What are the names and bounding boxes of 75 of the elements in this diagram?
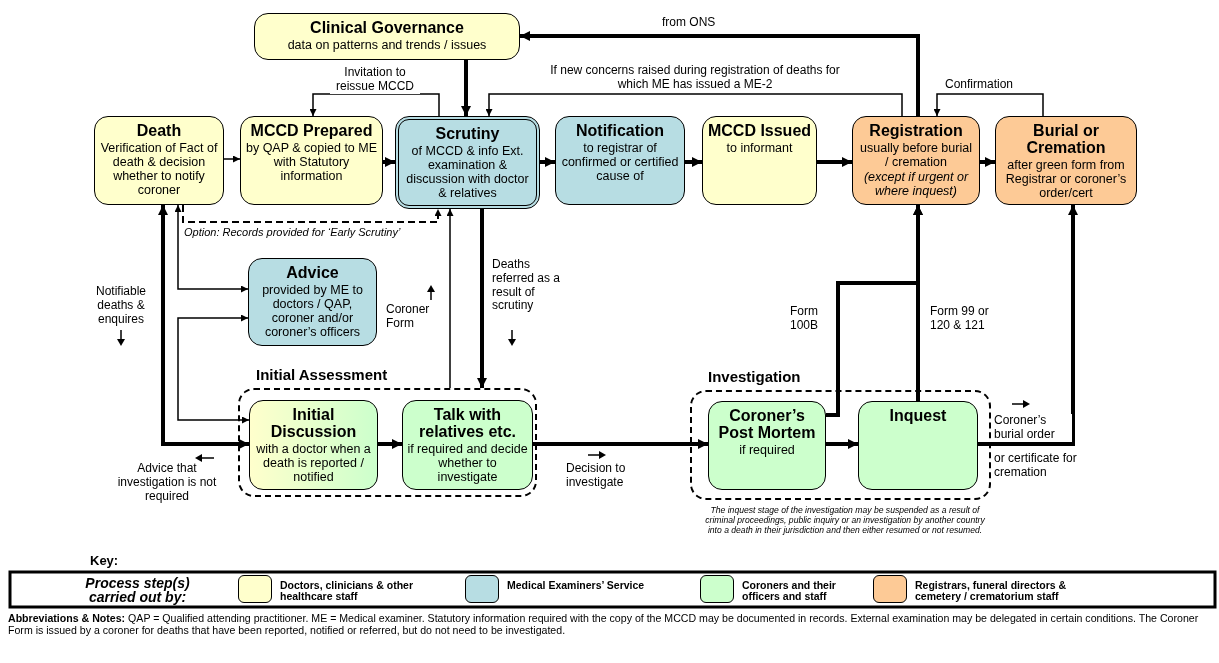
- step-title: MCCD Prepared: [249, 123, 374, 140]
- step-description: Verification of Fact of death & decision whether to notify coroner: [99, 140, 219, 197]
- step-title: Burial or Cremation: [1025, 123, 1107, 157]
- step-description: by QAP & copied to ME with Statutory information: [244, 140, 379, 183]
- step-title: Initial Discussion: [269, 407, 358, 441]
- arrow: [461, 60, 471, 116]
- arrow: [446, 208, 454, 389]
- arrow: [980, 157, 995, 167]
- arrow: [309, 93, 440, 117]
- process-box: [995, 116, 1137, 205]
- process-box: [254, 13, 520, 60]
- step-description: with a doctor when a death is reported / notified: [255, 441, 372, 484]
- arrow: [685, 157, 702, 167]
- arrow: [378, 439, 402, 449]
- arrow: [913, 205, 923, 401]
- step-description: after green form from Registrar or coroner’s order/cert: [1004, 157, 1128, 200]
- notes-text: Abbreviations & Notes: QAP = Qualified attending practitioner. ME = Medical examiner. Statutory information required with the copy of the MCCD may be documented in records. External examination may be delegated in certain conditions. The Coroner Form is issued by a coroner for deaths that have been reported, notified or referred, but do not need to be investigated.: [8, 612, 1200, 637]
- process-box: [94, 116, 224, 205]
- step-title: Advice: [285, 265, 340, 282]
- group-heading: Initial Assessment: [255, 366, 389, 383]
- process-box: [249, 400, 378, 490]
- edge-label: Coroner’s burial order: [994, 414, 1072, 442]
- dashed-arrow: [182, 204, 442, 223]
- footnote: The inquest stage of the investigation may be suspended as a result of criminal proceedings, public inquiry or an investigation by another country into a death in their jurisdiction and then either resumed or not resumed.: [704, 506, 986, 536]
- step-title: Talk with relatives etc.: [418, 407, 517, 441]
- arrow: [383, 157, 395, 167]
- arrow: [520, 31, 920, 116]
- process-box: [555, 116, 685, 205]
- step-description: provided by ME to doctors / QAP, coroner and/or coroner’s officers: [261, 282, 364, 339]
- process-box: [395, 116, 540, 209]
- step-title: Clinical Governance: [309, 20, 465, 37]
- step-description: to informant: [725, 140, 794, 155]
- process-box: [248, 258, 377, 346]
- step-title: Coroner’s Post Mortem: [717, 408, 817, 442]
- step-title: Notification: [575, 123, 665, 140]
- process-box: [402, 400, 533, 490]
- arrow: [158, 205, 249, 449]
- arrow: [817, 157, 852, 167]
- step-description: usually before burial / cremation: [859, 140, 973, 169]
- key-heading: Key:: [90, 554, 120, 569]
- legend-title: Process step(s) carried out by:: [84, 576, 191, 604]
- step-description: to registrar of confirmed or certified cause of: [560, 140, 680, 183]
- legend-label: Medical Examiners’ Service: [507, 580, 646, 591]
- process-box: [702, 116, 817, 205]
- arrow: [223, 155, 241, 163]
- arrow: [174, 204, 249, 293]
- arrow: [177, 314, 250, 424]
- step-title: Death: [135, 123, 183, 140]
- arrow: [540, 157, 555, 167]
- group-heading: Investigation: [707, 368, 802, 385]
- process-box: [708, 401, 826, 490]
- arrow: [477, 209, 487, 388]
- step-description: data on patterns and trends / issues: [286, 37, 488, 52]
- step-title: Inquest: [888, 408, 948, 425]
- legend-label: Coroners and their officers and staff: [742, 580, 837, 603]
- legend-label: Doctors, clinicians & other healthcare staff: [280, 580, 415, 603]
- annotation: or certificate for cremation: [994, 452, 1078, 480]
- process-box: [858, 401, 978, 490]
- edge-label: Invitation to reissue MCCD: [330, 66, 420, 94]
- process-box: [240, 116, 383, 205]
- step-title: MCCD Issued: [706, 123, 813, 140]
- step-description: if required: [738, 442, 796, 457]
- annotation: Advice that investigation is not required: [116, 462, 218, 504]
- legend-label: Registrars, funeral directors & cemetery / crematorium staff: [915, 580, 1068, 603]
- arrow: [533, 439, 708, 449]
- process-box: [852, 116, 980, 205]
- step-title: Scrutiny: [434, 126, 501, 143]
- step-description: of MCCD & info Ext. examination & discussion with doctor & relatives: [405, 143, 530, 200]
- step-description: (except if urgent or where inquest): [862, 169, 970, 198]
- arrow: [933, 93, 1044, 117]
- step-description: if required and decide whether to investigate: [406, 441, 529, 484]
- step-title: Registration: [868, 123, 964, 140]
- arrow: [978, 205, 1078, 446]
- arrow: [826, 439, 858, 449]
- arrow: [485, 93, 903, 117]
